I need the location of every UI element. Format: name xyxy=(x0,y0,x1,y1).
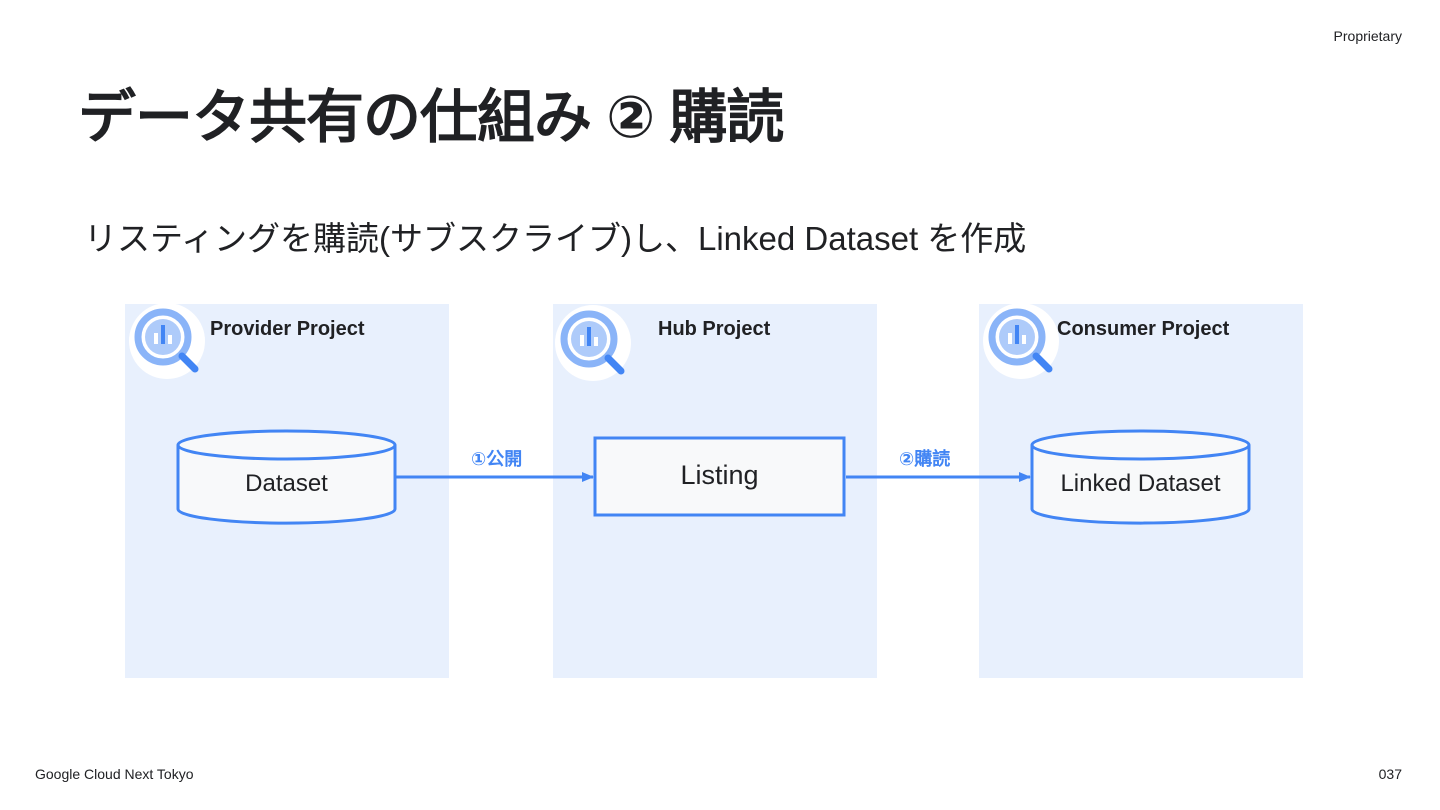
bigquery-icon xyxy=(983,303,1059,379)
proprietary-label: Proprietary xyxy=(1333,28,1402,44)
listing-box xyxy=(593,436,846,517)
linked-dataset-label: Linked Dataset xyxy=(1060,470,1221,497)
publish-edge-label: ①公開 xyxy=(471,449,523,469)
hub-project-label: Hub Project xyxy=(658,318,771,340)
dataset-label: Dataset xyxy=(245,470,328,497)
slide-title: データ共有の仕組み ② 購読 xyxy=(78,85,784,150)
listing-label: Listing xyxy=(680,460,759,490)
footer-event-name: Google Cloud Next Tokyo xyxy=(35,766,194,782)
provider-project-label: Provider Project xyxy=(210,318,365,340)
bigquery-icon xyxy=(129,303,205,379)
linked-dataset-cylinder xyxy=(1030,429,1251,525)
dataset-cylinder xyxy=(176,429,397,525)
bigquery-icon xyxy=(555,305,631,381)
consumer-project-label: Consumer Project xyxy=(1057,318,1230,340)
slide-subtitle: リスティングを購読(サブスクライブ)し、Linked Dataset を作成 xyxy=(84,220,1027,257)
page-number: 037 xyxy=(1378,766,1402,782)
subscribe-edge-label: ②購読 xyxy=(899,449,951,469)
